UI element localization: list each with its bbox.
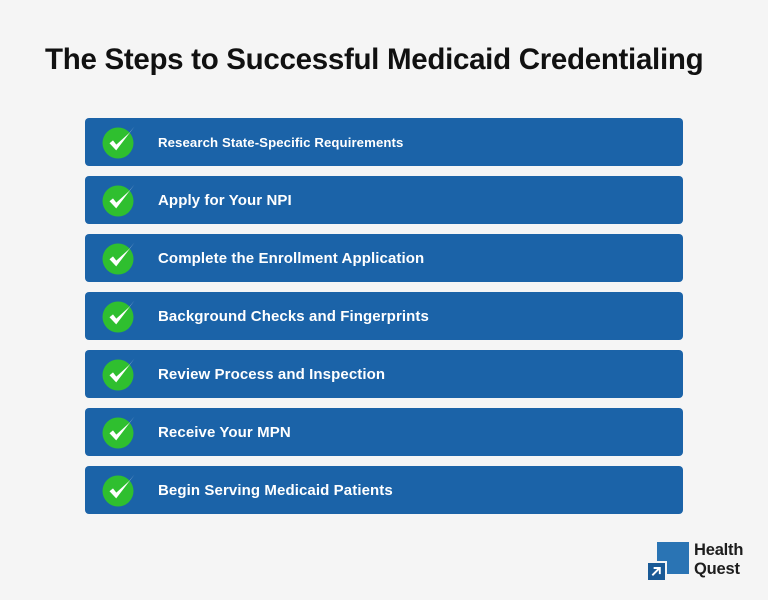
- step-row: Begin Serving Medicaid Patients: [85, 466, 683, 514]
- green-check-icon: [102, 125, 136, 159]
- squares-with-arrow-icon: [646, 542, 690, 584]
- green-check-icon: [102, 415, 136, 449]
- steps-list: Research State-Specific Requirements App…: [85, 118, 683, 514]
- step-row: Apply for Your NPI: [85, 176, 683, 224]
- step-row: Complete the Enrollment Application: [85, 234, 683, 282]
- step-row: Receive Your MPN: [85, 408, 683, 456]
- step-label: Apply for Your NPI: [158, 191, 292, 209]
- step-label: Complete the Enrollment Application: [158, 249, 425, 267]
- logo-wordmark: Health Quest: [694, 541, 743, 580]
- brand-logo: Health Quest: [646, 540, 758, 588]
- step-label: Begin Serving Medicaid Patients: [158, 481, 393, 499]
- step-row: Research State-Specific Requirements: [85, 118, 683, 166]
- logo-line-2: Quest: [694, 560, 740, 579]
- green-check-icon: [102, 241, 136, 275]
- arrow-up-right-icon: [651, 567, 661, 576]
- step-row: Review Process and Inspection: [85, 350, 683, 398]
- green-check-icon: [102, 473, 136, 507]
- green-check-icon: [102, 183, 136, 217]
- step-row: Background Checks and Fingerprints: [85, 292, 683, 340]
- green-check-icon: [102, 299, 136, 333]
- logo-line-1: Health: [694, 541, 744, 559]
- step-label: Research State-Specific Requirements: [158, 134, 404, 150]
- step-label: Receive Your MPN: [158, 423, 291, 441]
- green-check-icon: [102, 357, 136, 391]
- step-label: Background Checks and Fingerprints: [158, 307, 429, 325]
- page-title: The Steps to Successful Medicaid Credent…: [45, 43, 704, 76]
- step-label: Review Process and Inspection: [158, 365, 386, 383]
